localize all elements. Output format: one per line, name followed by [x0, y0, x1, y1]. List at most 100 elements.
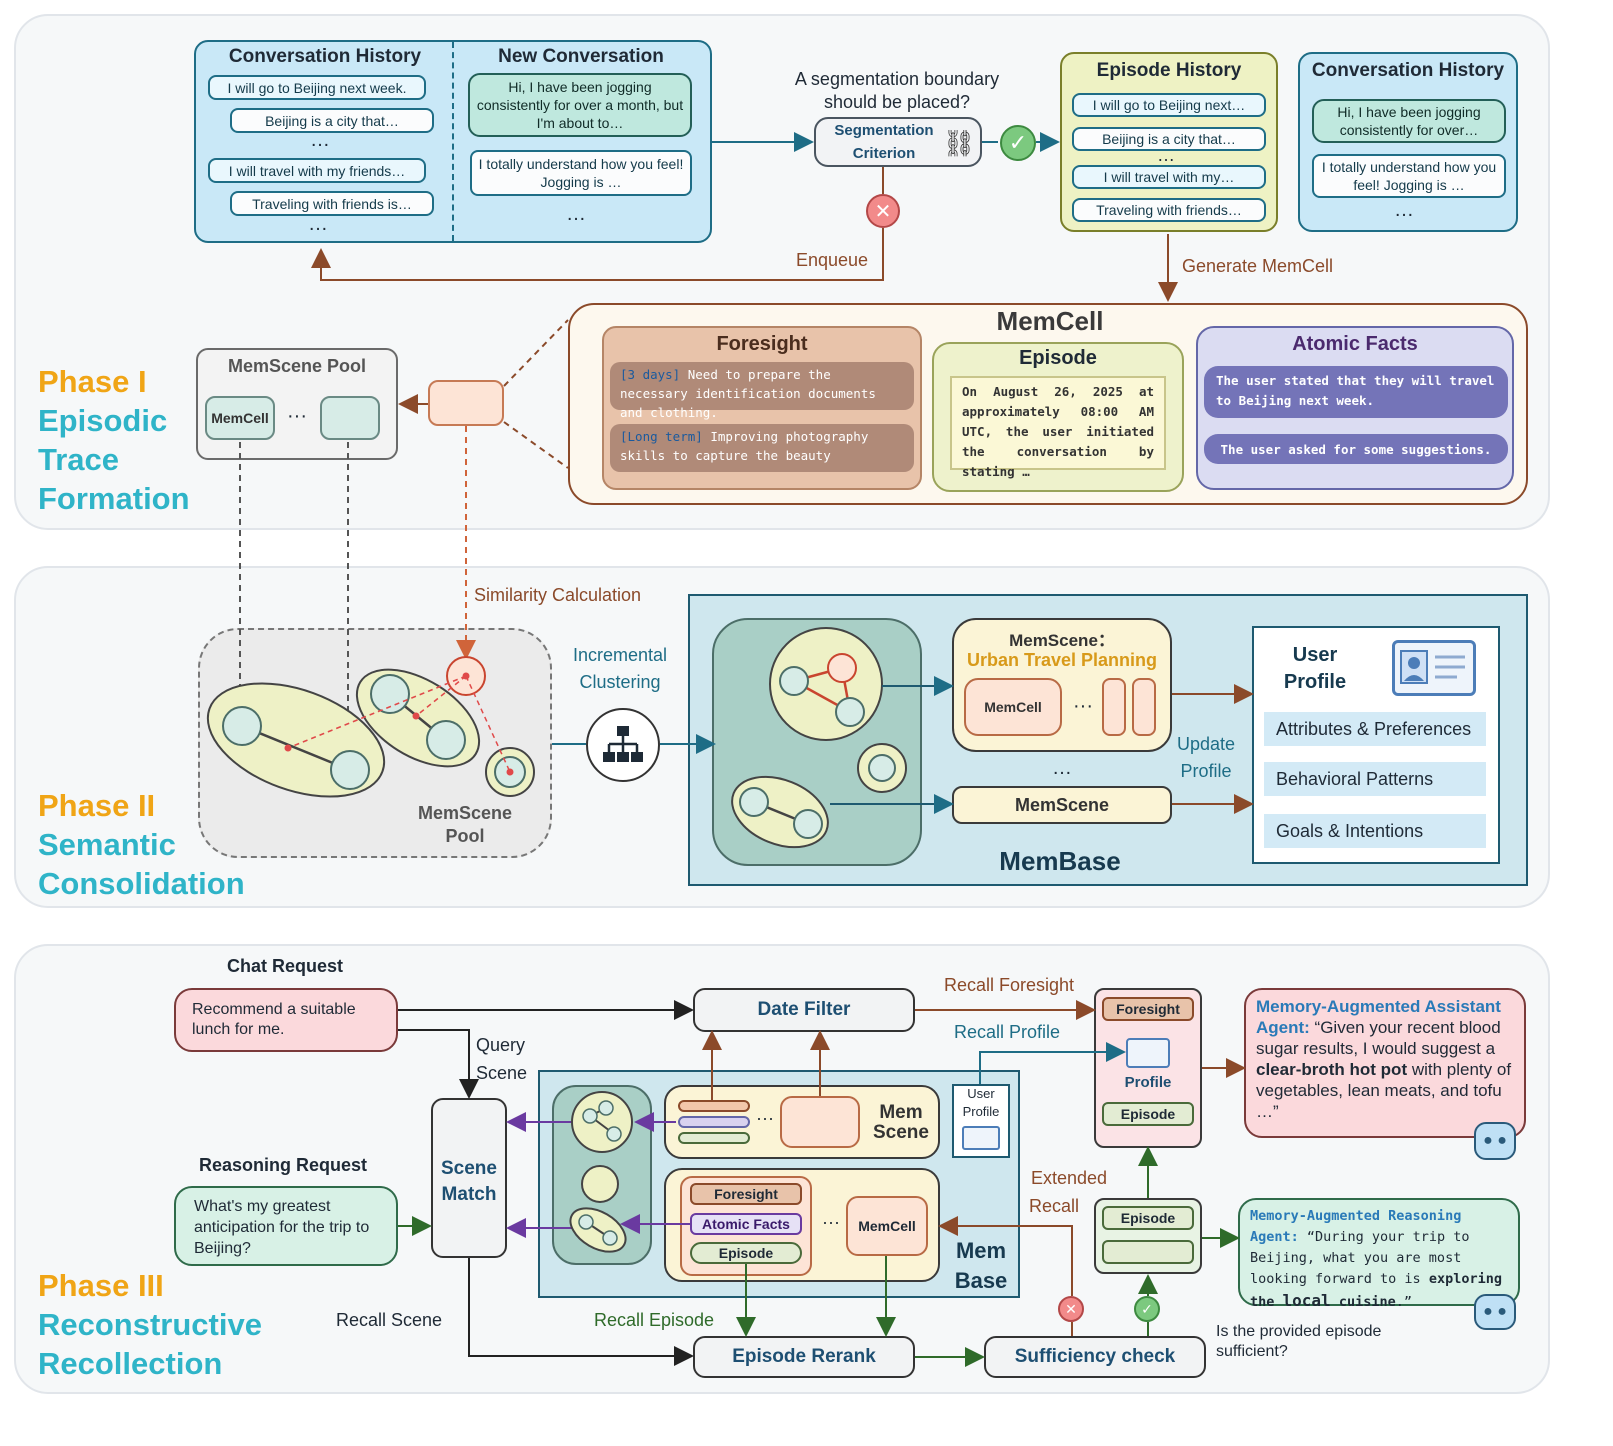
recall-profile-label: Recall Profile — [954, 1022, 1061, 1042]
mem-scene-dots: ··· — [756, 1107, 774, 1128]
assistant-agent-bold: clear-broth hot pot — [1256, 1060, 1408, 1079]
recall-episode-label: Recall Episode — [594, 1310, 715, 1330]
phase1-number: Phase I — [38, 364, 147, 399]
user-profile-mini-icon — [962, 1126, 1000, 1150]
conv-history-ellipsis-1: … — [310, 128, 330, 151]
episode-rerank-box: Episode Rerank — [693, 1336, 915, 1378]
mem-foresight-chip: Foresight — [690, 1183, 802, 1205]
phase2-name-1: Semantic — [38, 827, 176, 862]
memscene-pool-phase2-label-1: MemScene — [417, 803, 513, 823]
new-conv-user-msg: Hi, I have been jogging consistently for… — [468, 73, 692, 137]
mem-memcell-dots: ··· — [822, 1211, 840, 1232]
atomic-facts-title: Atomic Facts — [1292, 333, 1418, 355]
generate-memcell-label: Generate MemCell — [1182, 256, 1334, 276]
episode-history-ellipsis: … — [1157, 144, 1175, 165]
phase3-label: Phase III Reconstructive Recollection — [38, 1266, 298, 1383]
sufficiency-cross-icon: ✕ — [1058, 1296, 1084, 1322]
extended-recall-label-2: Recall — [1028, 1196, 1080, 1216]
user-profile-title-1: User — [1292, 644, 1338, 666]
memscene-pool-phase1-dots: ··· — [287, 404, 307, 427]
phase2-label: Phase II Semantic Consolidation — [38, 786, 278, 903]
foresight-item-1-tag: [3 days] — [620, 367, 681, 382]
phase3-name-2: Recollection — [38, 1346, 223, 1381]
new-conv-title: New Conversation — [498, 46, 664, 67]
check-icon: ✓ — [1000, 125, 1036, 161]
reasoning-agent-prefix: Agent: — [1250, 1229, 1299, 1245]
clustering-icon — [586, 708, 660, 782]
atomic-fact-2: The user asked for some suggestions. — [1204, 434, 1508, 464]
foresight-item-2-text: Improving photography skills to capture … — [620, 429, 869, 463]
enqueue-label: Enqueue — [796, 250, 869, 270]
conversation-history-2-ellipsis: … — [1394, 198, 1414, 221]
mem-base-cluster-area — [552, 1085, 652, 1265]
reasoning-request-box: What's my greatest anticipation for the … — [174, 1186, 398, 1266]
mem-scene-row-1 — [678, 1100, 750, 1112]
conv-history-item-1: I will go to Beijing next week. — [208, 75, 426, 100]
phase3-number: Phase III — [38, 1268, 164, 1303]
user-profile-mini-label-2: Profile — [962, 1104, 1000, 1119]
conv-history-item-2: Beijing is a city that… — [230, 108, 434, 133]
incremental-label-2: Clustering — [579, 672, 661, 692]
memscene-card-dots: ··· — [1073, 694, 1093, 717]
conversation-history-2-title: Conversation History — [1311, 60, 1505, 81]
extended-recall-label-1: Extended — [1030, 1168, 1108, 1188]
reasoning-agent-bold-2: local — [1282, 1291, 1331, 1310]
segmentation-question: A segmentation boundary should be placed… — [794, 69, 1000, 112]
chat-request-box: Recommend a suitable lunch for me. — [174, 988, 398, 1052]
mem-atomic-chip: Atomic Facts — [690, 1213, 802, 1235]
new-conv-ellipsis: … — [566, 202, 586, 225]
profile-card-icon — [1392, 640, 1476, 696]
reasoning-request-title: Reasoning Request — [198, 1155, 368, 1175]
scene-match-label-1: Scene — [441, 1158, 497, 1179]
reasoning-robot-icon: ● ● — [1474, 1294, 1516, 1330]
memscene-card-prefix: MemScene： — [1009, 631, 1115, 650]
id-card-icon — [1400, 650, 1465, 684]
conv-history-title: Conversation History — [228, 46, 422, 67]
mem-episode-chip: Episode — [690, 1242, 802, 1264]
sufficiency-check-icon: ✓ — [1134, 1296, 1160, 1322]
atomic-fact-1: The user stated that they will travel to… — [1204, 366, 1508, 418]
cross-icon: ✕ — [866, 194, 900, 228]
episode-history-item-2: Beijing is a city that… — [1072, 127, 1266, 151]
user-profile-mini-label-1: User — [967, 1086, 995, 1101]
memcell-chip-phase1: MemCell — [205, 396, 275, 440]
mem-base-label-2: Base — [954, 1268, 1008, 1293]
recall-profile-icon — [1126, 1038, 1170, 1068]
memscene-pool-phase2-label-2: Pool — [445, 826, 485, 846]
conv-history-ellipsis-2: … — [308, 212, 328, 235]
user-profile-title-2: Profile — [1283, 671, 1347, 693]
segmentation-criterion — [814, 117, 982, 167]
episode-history-item-3: I will travel with my… — [1072, 165, 1266, 189]
update-profile-label-1: Update — [1176, 734, 1236, 754]
similarity-label: Similarity Calculation — [474, 585, 642, 605]
new-conv-bot-msg: I totally understand how you feel! Joggi… — [470, 150, 692, 196]
phase1-label: Phase I Episodic Trace Formation — [38, 362, 238, 518]
assistant-robot-icon: ● ● — [1474, 1122, 1516, 1160]
foresight-item-1: [3 days] Need to prepare the necessary i… — [610, 362, 914, 420]
phase1-name-1: Episodic — [38, 403, 168, 438]
phase2-name-2: Consolidation — [38, 866, 245, 901]
segmentation-criterion-label-2: Criterion — [852, 145, 916, 162]
membase-title: MemBase — [999, 846, 1121, 876]
mem-scene-row-3 — [678, 1132, 750, 1144]
assistant-agent-prefix: Agent: — [1256, 1018, 1310, 1037]
recall-profile-label-card: Profile — [1124, 1074, 1172, 1091]
mem-scene-memcell — [780, 1096, 860, 1148]
phase3-name-1: Reconstructive — [38, 1307, 262, 1342]
assistant-agent-quote-1: “Given your recent blood sugar results, … — [1256, 1018, 1501, 1058]
reasoning-agent-bold-3: cuisine — [1330, 1294, 1396, 1310]
membase-cluster-area — [712, 618, 922, 866]
mem-memcell-chip: MemCell — [846, 1196, 928, 1256]
assistant-agent-title: Memory-Augmented Assistant — [1256, 997, 1501, 1016]
recall-reasoning-episode-chip: Episode — [1102, 1206, 1194, 1230]
mem-scene-label-2: Scene — [873, 1122, 929, 1143]
reasoning-agent-box: Memory-Augmented Reasoning Agent: “Durin… — [1238, 1198, 1520, 1310]
recall-episode-chip: Episode — [1102, 1102, 1194, 1126]
episode-history-title: Episode History — [1096, 60, 1242, 81]
phase1-name-2: Trace — [38, 442, 120, 477]
memscene-bar: MemScene — [952, 786, 1172, 824]
episode-card-text: On August 26, 2025 at approximately 08:0… — [950, 376, 1166, 479]
memscene-vertical-dots: … — [1052, 756, 1072, 779]
foresight-title: Foresight — [716, 333, 808, 355]
profile-item-attributes: Attributes & Preferences — [1264, 712, 1486, 746]
